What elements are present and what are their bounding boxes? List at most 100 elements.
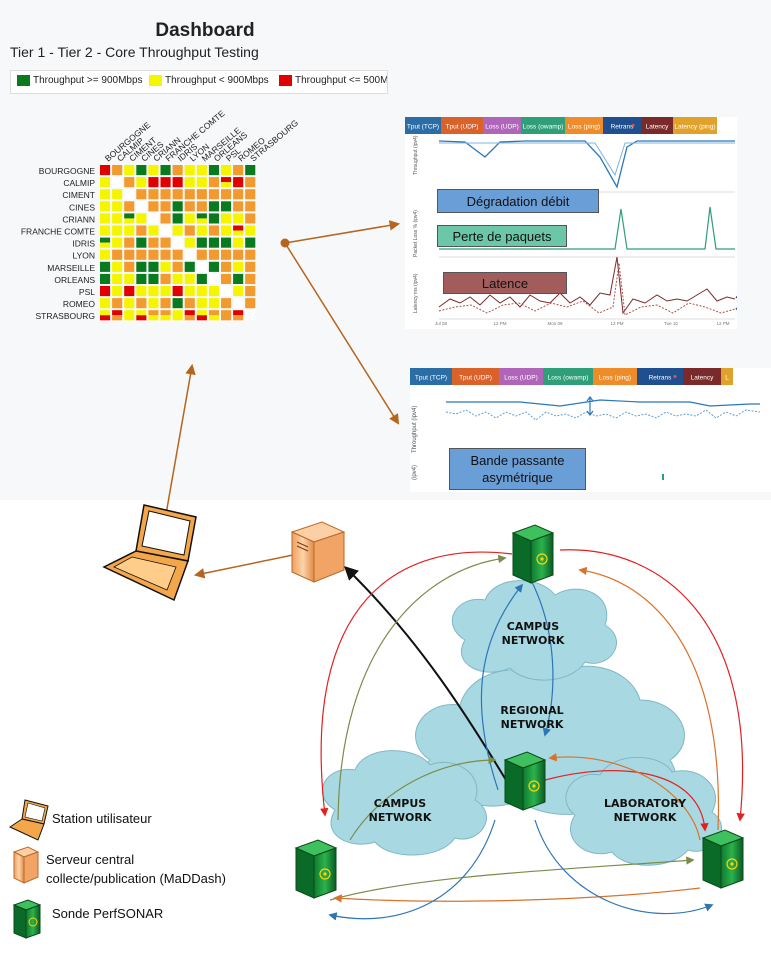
- matrix-cell[interactable]: [160, 237, 171, 248]
- matrix-cell[interactable]: [136, 273, 147, 284]
- matrix-cell[interactable]: [208, 237, 219, 248]
- matrix-cell-bottom[interactable]: [196, 218, 207, 224]
- matrix-cell[interactable]: [221, 310, 232, 321]
- matrix-cell[interactable]: [233, 201, 244, 212]
- matrix-cell[interactable]: [124, 249, 135, 260]
- matrix-cell[interactable]: [112, 237, 123, 248]
- matrix-cell-bottom[interactable]: [124, 218, 135, 224]
- matrix-cell[interactable]: [136, 213, 147, 224]
- matrix-cell[interactable]: [245, 310, 256, 321]
- graph-tab[interactable]: [452, 368, 499, 385]
- matrix-cell-top[interactable]: [196, 213, 207, 219]
- matrix-cell-top[interactable]: [148, 310, 159, 316]
- matrix-cell[interactable]: [172, 298, 183, 309]
- matrix-cell-bottom[interactable]: [196, 315, 207, 321]
- matrix-cell[interactable]: [136, 177, 147, 188]
- matrix-cell[interactable]: [196, 286, 207, 297]
- matrix-cell[interactable]: [172, 201, 183, 212]
- matrix-cell[interactable]: [172, 261, 183, 272]
- matrix-cell[interactable]: [221, 237, 232, 248]
- matrix-cell-top[interactable]: [221, 177, 232, 183]
- matrix-cell[interactable]: [208, 273, 219, 284]
- matrix-cell[interactable]: [196, 225, 207, 236]
- matrix-cell[interactable]: [233, 249, 244, 260]
- matrix-cell[interactable]: [112, 165, 123, 176]
- matrix-cell[interactable]: [233, 165, 244, 176]
- matrix-cell[interactable]: [172, 310, 183, 321]
- matrix-cell[interactable]: [184, 165, 195, 176]
- matrix-cell[interactable]: [172, 165, 183, 176]
- graph-tab[interactable]: [441, 117, 483, 134]
- matrix-cell[interactable]: [245, 165, 256, 176]
- matrix-cell[interactable]: [160, 201, 171, 212]
- matrix-cell[interactable]: [148, 213, 159, 224]
- matrix-cell[interactable]: [184, 237, 195, 248]
- graph-tab[interactable]: [565, 117, 603, 134]
- matrix-cell[interactable]: [208, 213, 219, 224]
- matrix-cell-top[interactable]: [233, 310, 244, 316]
- matrix-cell[interactable]: [136, 165, 147, 176]
- matrix-cell-top[interactable]: [160, 310, 171, 316]
- graph-tab[interactable]: [483, 117, 521, 134]
- graph-tab[interactable]: [603, 117, 641, 134]
- matrix-cell[interactable]: [148, 177, 159, 188]
- matrix-cell[interactable]: [245, 237, 256, 248]
- matrix-cell[interactable]: [100, 273, 111, 284]
- matrix-cell[interactable]: [172, 249, 183, 260]
- matrix-cell-bottom[interactable]: [136, 315, 147, 321]
- matrix-cell[interactable]: [172, 213, 183, 224]
- matrix-cell[interactable]: [124, 286, 135, 297]
- matrix-cell-bottom[interactable]: [184, 315, 195, 321]
- matrix-cell[interactable]: [100, 201, 111, 212]
- matrix-cell[interactable]: [196, 177, 207, 188]
- matrix-cell[interactable]: [160, 213, 171, 224]
- matrix-cell[interactable]: [208, 177, 219, 188]
- matrix-cell[interactable]: [124, 237, 135, 248]
- matrix-cell[interactable]: [136, 189, 147, 200]
- matrix-cell-top[interactable]: [208, 310, 219, 316]
- matrix-cell[interactable]: [172, 237, 183, 248]
- matrix-cell[interactable]: [196, 165, 207, 176]
- matrix-cell[interactable]: [184, 261, 195, 272]
- matrix-cell[interactable]: [112, 189, 123, 200]
- matrix-cell[interactable]: [245, 225, 256, 236]
- matrix-cell[interactable]: [112, 286, 123, 297]
- matrix-cell[interactable]: [233, 261, 244, 272]
- matrix-cell[interactable]: [196, 189, 207, 200]
- matrix-cell[interactable]: [112, 273, 123, 284]
- matrix-cell[interactable]: [208, 189, 219, 200]
- matrix-cell[interactable]: [233, 213, 244, 224]
- matrix-cell[interactable]: [136, 237, 147, 248]
- matrix-cell[interactable]: [160, 165, 171, 176]
- matrix-cell[interactable]: [208, 261, 219, 272]
- graph-tab[interactable]: [641, 117, 673, 134]
- matrix-cell[interactable]: [100, 298, 111, 309]
- matrix-cell-top[interactable]: [136, 310, 147, 316]
- matrix-cell[interactable]: [160, 189, 171, 200]
- matrix-cell[interactable]: [100, 249, 111, 260]
- matrix-cell[interactable]: [136, 201, 147, 212]
- matrix-cell[interactable]: [100, 177, 111, 188]
- matrix-cell[interactable]: [100, 261, 111, 272]
- matrix-cell-top[interactable]: [233, 225, 244, 231]
- matrix-cell[interactable]: [160, 298, 171, 309]
- matrix-cell[interactable]: [124, 298, 135, 309]
- matrix-cell[interactable]: [100, 165, 111, 176]
- matrix-cell[interactable]: [136, 261, 147, 272]
- graph-tab[interactable]: [683, 368, 721, 385]
- matrix-cell[interactable]: [172, 286, 183, 297]
- matrix-cell[interactable]: [208, 165, 219, 176]
- matrix-cell[interactable]: [100, 189, 111, 200]
- matrix-cell[interactable]: [233, 286, 244, 297]
- matrix-cell[interactable]: [196, 201, 207, 212]
- matrix-cell-bottom[interactable]: [100, 315, 111, 321]
- matrix-cell[interactable]: [196, 237, 207, 248]
- matrix-cell[interactable]: [160, 261, 171, 272]
- matrix-cell[interactable]: [148, 298, 159, 309]
- matrix-cell[interactable]: [148, 189, 159, 200]
- matrix-cell[interactable]: [221, 298, 232, 309]
- matrix-cell[interactable]: [245, 213, 256, 224]
- matrix-cell-bottom[interactable]: [100, 242, 111, 248]
- matrix-cell[interactable]: [221, 273, 232, 284]
- matrix-cell[interactable]: [148, 225, 159, 236]
